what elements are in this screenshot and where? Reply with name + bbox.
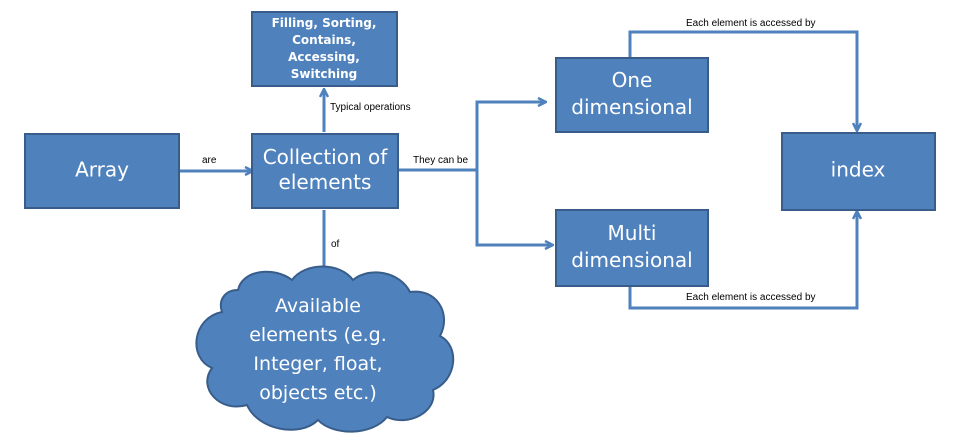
array-label-line: Array	[75, 158, 129, 182]
label-are: are	[202, 155, 217, 166]
arrow-branch-to-one-dimensional	[475, 102, 545, 170]
one-dimensional-label-line: dimensional	[571, 95, 692, 119]
label-of: of	[331, 239, 340, 250]
operations-label-line: Switching	[291, 67, 357, 81]
available-elements-cloud	[195, 265, 455, 433]
index-node	[781, 132, 936, 211]
label-multi-accessed-by: Each element is accessed by	[686, 292, 816, 303]
operations-label-line: Accessing,	[288, 50, 360, 64]
multi-dimensional-node	[555, 209, 709, 287]
collection-label-line: elements	[279, 170, 372, 194]
available-label-line: Available	[275, 295, 361, 317]
one-dimensional-label-line: One	[612, 68, 653, 92]
arrow-multi-dimensional-to-index	[628, 212, 857, 310]
label-they-can-be: They can be	[413, 155, 468, 166]
one-dimensional-node	[555, 57, 709, 133]
available-label-line: elements (e.g.	[249, 324, 387, 346]
multi-dimensional-label-line: Multi	[608, 221, 657, 245]
arrow-one-dimensional-to-index	[628, 30, 857, 130]
operations-label-line: Contains,	[292, 33, 356, 47]
multi-dimensional-label-line: dimensional	[571, 248, 692, 272]
operations-label-line: Filling, Sorting,	[272, 16, 377, 30]
collection-label-line: Collection of	[263, 145, 389, 169]
available-label-line: objects etc.)	[259, 382, 377, 404]
collection-node	[251, 133, 399, 209]
label-one-accessed-by: Each element is accessed by	[686, 18, 816, 29]
label-typical-operations: Typical operations	[330, 102, 411, 113]
arrow-branch-to-multi-dimensional	[475, 170, 552, 245]
operations-node	[251, 11, 398, 87]
available-label-line: Integer, float,	[253, 353, 382, 375]
array-node	[24, 133, 180, 209]
index-label-line: index	[831, 158, 886, 182]
